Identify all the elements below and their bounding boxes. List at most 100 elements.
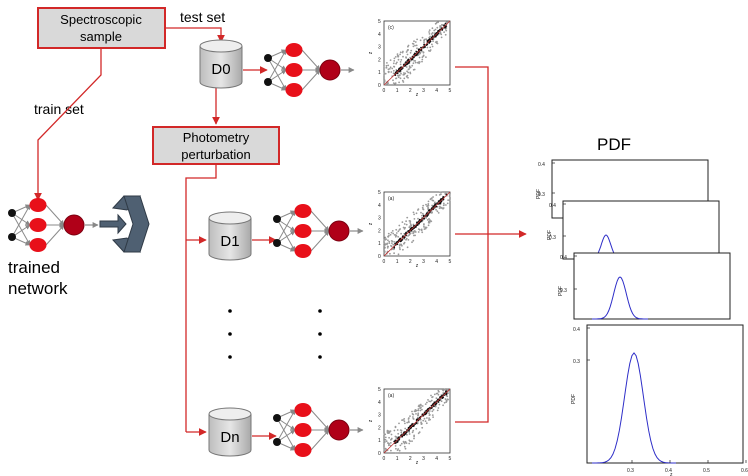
hidden-node (29, 198, 47, 212)
connector-arrows (34, 27, 527, 440)
pdf-xtick: 0.4 (665, 468, 672, 474)
arrow-to-d0 (165, 27, 225, 43)
scatter-ytick: 3 (378, 216, 381, 222)
scatter-ytick: 2 (378, 57, 381, 63)
spectroscopic-label-1: Spectroscopic (60, 12, 142, 27)
input-node (264, 78, 272, 86)
scatter-xlabel: z (416, 92, 419, 98)
identity-line (383, 20, 451, 86)
photometry-label-1: Photometry (183, 130, 250, 145)
scatter-ytick: 1 (378, 241, 381, 247)
output-node (328, 419, 350, 441)
scatter-xtick: 2 (409, 259, 412, 265)
hidden-node (285, 63, 303, 77)
pdf-panel-frame (573, 252, 731, 320)
input-node (273, 438, 281, 446)
photometry-branch-line (185, 164, 217, 432)
test-set-label: test set (180, 9, 225, 25)
scatter-panel-label: (a) (388, 196, 394, 202)
pdf-ytick: 0.4 (560, 255, 567, 261)
scatter-xlabel: z (416, 263, 419, 269)
pdf-xlabel: z (670, 472, 673, 476)
pdf-curve (592, 276, 648, 320)
pdf-ytick: 0.3 (538, 192, 545, 198)
scatter-ytick: 1 (378, 438, 381, 444)
pdf-ytick: 0.4 (573, 327, 580, 333)
hidden-node (294, 423, 312, 437)
hidden-node (29, 238, 47, 252)
neural-network-d1 (273, 204, 364, 258)
input-node (273, 215, 281, 223)
merge-line (455, 66, 489, 423)
input-node (273, 414, 281, 422)
train-set-label: train set (34, 101, 84, 117)
pdf-ylabel: PDF (547, 230, 553, 240)
pdf-ytick: 0.4 (538, 162, 545, 168)
pdf-xtick: 0.3 (627, 468, 634, 474)
spectroscopic-label-2: sample (80, 29, 122, 44)
ellipsis-dots (228, 309, 322, 359)
scatter-panel-label: (c) (388, 25, 394, 31)
scatter-ytick: 1 (378, 70, 381, 76)
d0-label: D0 (211, 61, 230, 78)
trained-label-1: trained (8, 258, 60, 277)
pdf-xtick: 0.6 (741, 468, 748, 474)
hidden-node (285, 83, 303, 97)
scatter-ylabel: z (368, 51, 374, 54)
scatter-ytick: 3 (378, 45, 381, 51)
input-node (264, 54, 272, 62)
hidden-node (285, 43, 303, 57)
scatter-panel-label: (a) (388, 393, 394, 399)
photometry-perturbation-box: Photometry perturbation (152, 126, 280, 165)
pdf-title: PDF (597, 135, 631, 154)
neural-network-dn (273, 403, 364, 457)
output-node (319, 59, 341, 81)
scatter-ylabel: z (368, 222, 374, 225)
pdf-ytick: 0.4 (549, 203, 556, 209)
scatter-ytick: 5 (378, 387, 381, 393)
hidden-node (294, 224, 312, 238)
scatter-xtick: 1 (396, 88, 399, 94)
scatter-xtick: 3 (422, 456, 425, 462)
pdf-xtick: 0.5 (703, 468, 710, 474)
scatter-xtick: 4 (435, 88, 438, 94)
dispatch-arrows-icon (99, 195, 150, 253)
scatter-ytick: 0 (378, 83, 381, 89)
scatter-xtick: 5 (449, 259, 452, 265)
scatter-xtick: 1 (396, 259, 399, 265)
input-node (8, 209, 16, 217)
hidden-node (29, 218, 47, 232)
photometry-label-2: perturbation (181, 147, 250, 162)
neural-network-trained (8, 198, 99, 252)
pdf-ytick: 0.3 (549, 235, 556, 241)
pdf-ytick: 0.3 (573, 359, 580, 365)
d1-label: D1 (220, 233, 239, 250)
scatter-ytick: 5 (378, 19, 381, 25)
scatter-xtick: 5 (449, 456, 452, 462)
hidden-node (294, 244, 312, 258)
output-node (63, 214, 85, 236)
pdf-ylabel: PDF (536, 189, 542, 199)
pdf-ytick: 0.3 (560, 288, 567, 294)
neural-network-d0 (264, 43, 355, 97)
scatter-ytick: 5 (378, 190, 381, 196)
scatter-xlabel: z (416, 460, 419, 466)
hidden-node (294, 443, 312, 457)
pdf-ylabel: PDF (571, 394, 577, 404)
scatter-xtick: 3 (422, 88, 425, 94)
identity-line (383, 388, 451, 454)
hidden-node (294, 204, 312, 218)
scatter-ylabel: z (368, 419, 374, 422)
scatter-xtick: 2 (409, 88, 412, 94)
scatter-xtick: 1 (396, 456, 399, 462)
scatter-ytick: 4 (378, 203, 381, 209)
scatter-ytick: 0 (378, 254, 381, 260)
scatter-xtick: 3 (422, 259, 425, 265)
scatter-xtick: 0 (383, 88, 386, 94)
